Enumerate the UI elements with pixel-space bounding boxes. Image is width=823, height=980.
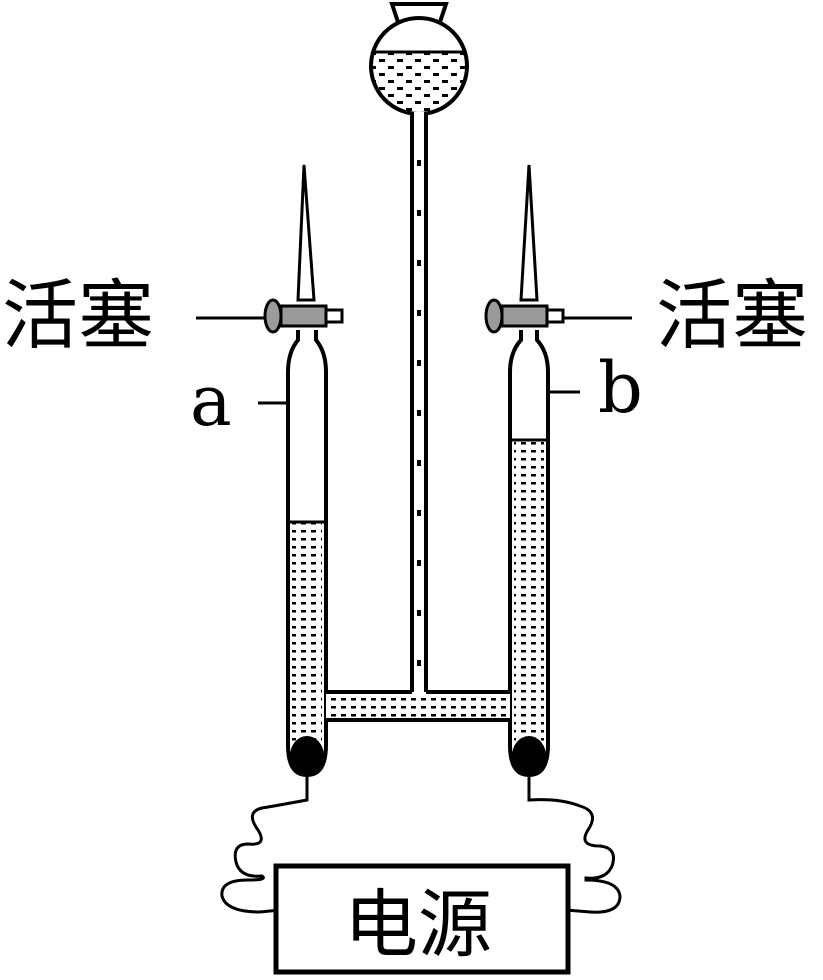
bottom-connector bbox=[326, 690, 510, 722]
electrode-b-label: b bbox=[598, 347, 643, 429]
stopcock-right-label: 活塞 bbox=[656, 271, 808, 360]
reservoir-funnel-icon bbox=[369, 2, 469, 116]
stopcock-left-label: 活塞 bbox=[2, 271, 154, 360]
stopcock-valve-icon bbox=[484, 298, 632, 334]
power-supply-label: 电源 bbox=[344, 882, 492, 968]
central-tube-liquid bbox=[417, 160, 421, 666]
stopcock-valve-icon bbox=[196, 298, 344, 334]
electrode-blob-icon bbox=[512, 736, 546, 776]
central-tube bbox=[410, 112, 428, 694]
power-supply-box bbox=[273, 863, 571, 975]
left-tube bbox=[286, 164, 328, 778]
electrode-a-label: a bbox=[190, 360, 232, 442]
electrode-blob-icon bbox=[290, 736, 324, 776]
right-tube bbox=[508, 164, 550, 778]
wires bbox=[220, 776, 622, 914]
